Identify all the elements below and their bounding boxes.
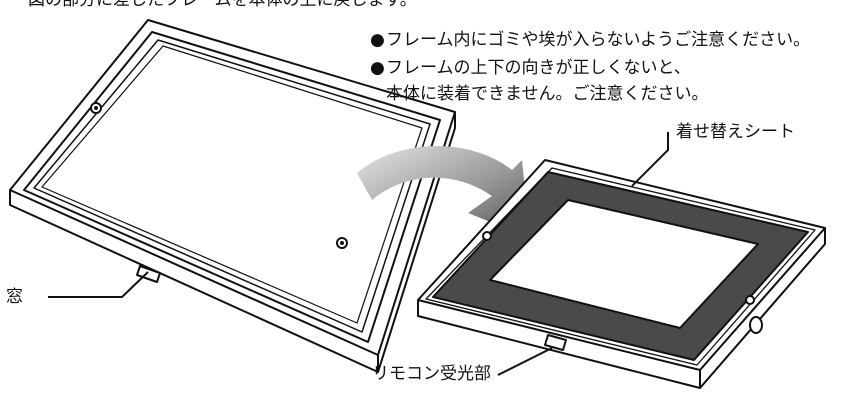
right-frame-receiver bbox=[544, 334, 567, 351]
left-frame bbox=[9, 19, 456, 373]
leader-window bbox=[48, 271, 149, 298]
left-frame-inner-1 bbox=[23, 31, 441, 343]
right-frame-foot bbox=[749, 316, 763, 334]
right-frame-screw-left bbox=[482, 231, 492, 241]
leader-sheet bbox=[631, 132, 669, 187]
note-item-2-text: フレームの上下の向きが正しくないと、 bbox=[386, 58, 691, 78]
bullet-icon: ● bbox=[370, 58, 385, 78]
right-frame-screw-right bbox=[745, 295, 755, 305]
note-item-1: ●フレーム内にゴミや埃が入らないようご注意ください。 bbox=[370, 30, 810, 50]
leader-receiver bbox=[497, 347, 553, 376]
label-remote-receiver: リモコン受光部 bbox=[372, 364, 491, 384]
note-item-2: ●フレームの上下の向きが正しくないと、 bbox=[370, 58, 691, 78]
note-continuation: 本体に装着できません。ご注意ください。 bbox=[386, 84, 709, 104]
left-frame-window bbox=[136, 265, 161, 283]
bullet-icon: ● bbox=[370, 30, 385, 50]
sheet-window bbox=[489, 199, 759, 329]
note-item-1-text: フレーム内にゴミや埃が入らないようご注意ください。 bbox=[386, 30, 811, 50]
left-frame-inner-2 bbox=[33, 39, 431, 333]
leader-lines bbox=[48, 132, 669, 376]
label-sheet: 着せ替えシート bbox=[676, 122, 795, 142]
right-frame bbox=[417, 159, 826, 389]
label-window: 窓 bbox=[6, 287, 23, 307]
curved-arrow bbox=[357, 145, 530, 238]
top-caption: 図の部分に差したフレームを本体の上に戻します。 bbox=[28, 0, 417, 10]
left-frame-inner-3 bbox=[41, 45, 423, 324]
